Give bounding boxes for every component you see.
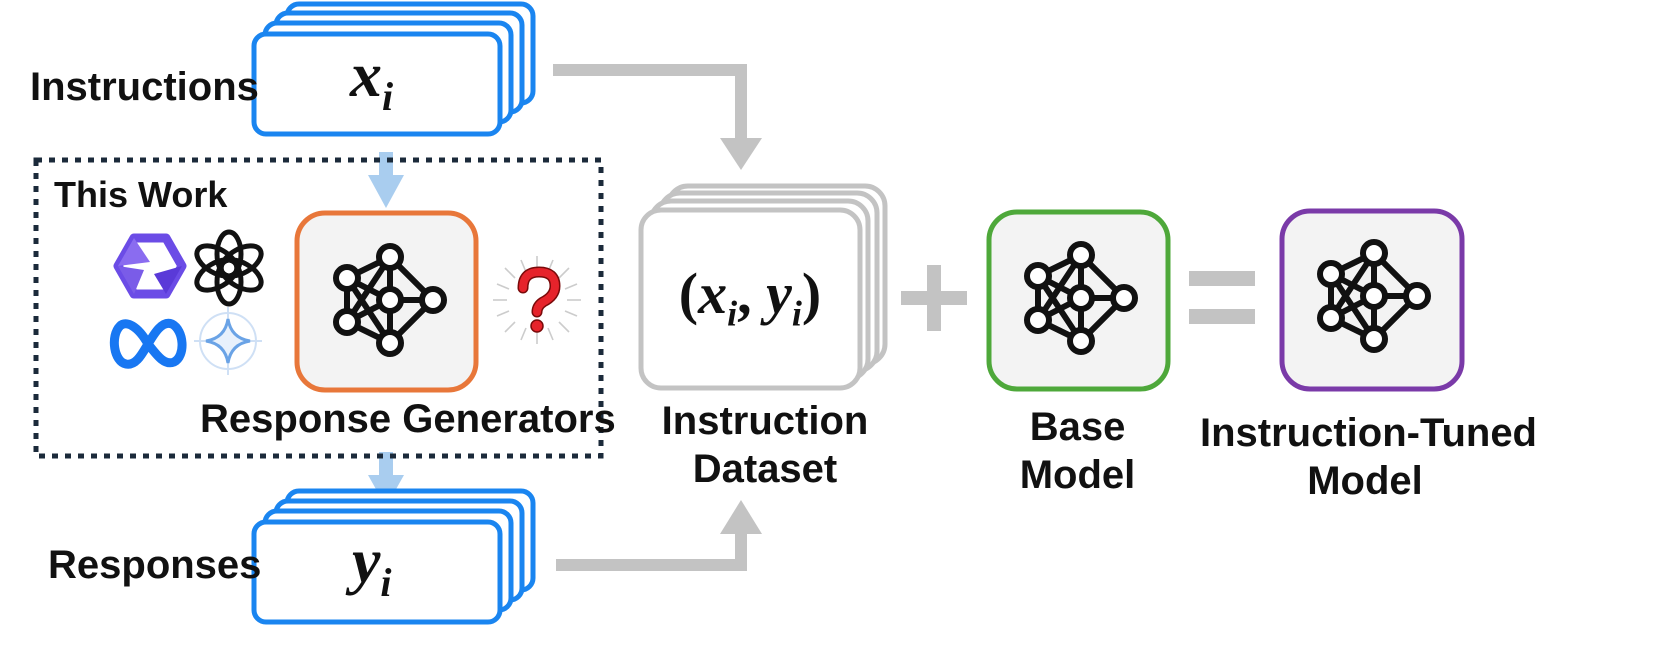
base-model-label: Base Model [975,403,1180,499]
gemini-icon [194,307,262,375]
connector-instructions-to-dataset [553,64,762,170]
x-sub: i [382,73,394,119]
instruction-dataset-label: Instruction Dataset [645,397,885,493]
pair-x-sub: i [727,293,738,334]
responses-label: Responses [48,543,262,587]
instruction-tuned-model-line1: Instruction-Tuned [1200,411,1537,455]
this-work-label: This Work [54,174,228,215]
pair-comma: , [737,261,767,326]
instruction-tuned-model [1279,208,1465,392]
instruction-dataset-line1: Instruction [661,399,869,443]
meta-icon [109,318,187,369]
this-work-box [33,157,604,459]
pair-y-sub: i [791,293,802,334]
instruction-variable: xi [350,38,393,120]
plus-operator [901,265,967,331]
response-generators-label: Response Generators [200,397,616,441]
dataset-card-stack [638,183,888,391]
response-variable: yi [352,524,392,606]
base-model [986,209,1171,392]
base-model-line2: Model [1019,453,1136,497]
y-var: y [352,525,381,596]
instruction-dataset-line2: Dataset [692,447,838,491]
y-sub: i [380,559,392,605]
pair-x: x [698,261,728,326]
equals-operator [1189,271,1255,324]
instructions-label: Instructions [30,65,259,109]
connector-responses-to-dataset [556,500,762,571]
base-model-line1: Base [1029,405,1126,449]
openai-icon [194,229,264,307]
responses-card-stack [251,488,536,625]
question-mark-icon [493,256,581,344]
instructions-card-stack [251,1,536,137]
arrow-instructions-to-generators [368,152,404,208]
x-var: x [350,39,382,110]
pair-variable: (xi, yi) [655,260,845,335]
qwen-icon [113,233,187,299]
response-generator-model [294,210,479,393]
pair-open: ( [678,261,699,326]
instruction-tuned-model-label: Instruction-Tuned Model [1200,409,1537,505]
pair-close: ) [801,261,822,326]
instruction-tuned-model-line2: Model [1307,459,1423,503]
pair-y: y [766,261,792,326]
